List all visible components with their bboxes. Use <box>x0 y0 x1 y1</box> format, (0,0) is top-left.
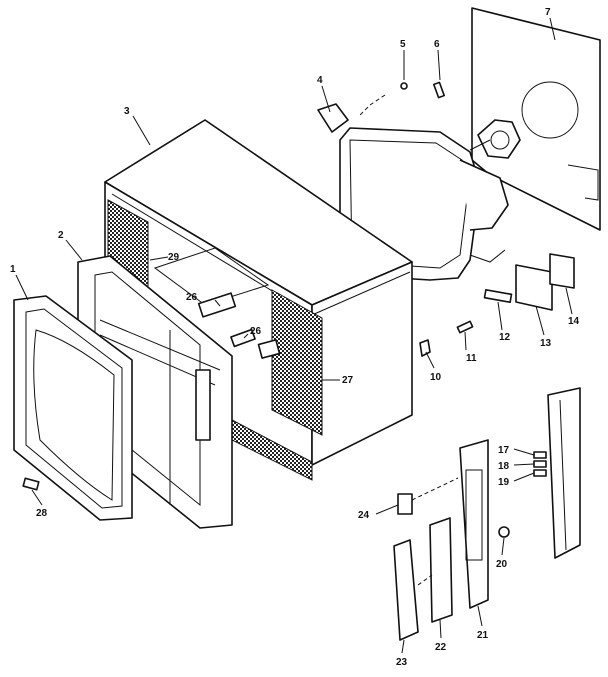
callout-26a: 26 <box>186 292 198 303</box>
callout-13: 13 <box>540 338 552 349</box>
callout-5: 5 <box>400 39 406 50</box>
callout-3: 3 <box>124 106 130 117</box>
front-bezel <box>13 295 133 521</box>
callout-22: 22 <box>435 642 447 653</box>
callout-27: 27 <box>342 375 354 386</box>
knob <box>22 477 40 491</box>
leader-lines <box>15 17 573 654</box>
callout-2: 2 <box>58 230 64 241</box>
callout-4: 4 <box>317 75 323 86</box>
callout-11: 11 <box>466 353 477 364</box>
deflection-yoke-assembly <box>432 81 521 159</box>
callout-26b: 26 <box>250 326 262 337</box>
callout-6: 6 <box>434 39 440 50</box>
callout-18: 18 <box>498 461 510 472</box>
callout-labels: 1 2 3 4 5 6 7 29 26 26 27 10 11 12 13 14… <box>10 7 580 668</box>
callout-20: 20 <box>496 559 508 570</box>
callout-14: 14 <box>568 316 580 327</box>
callout-29: 28 <box>36 508 48 519</box>
callout-19: 19 <box>498 477 510 488</box>
callout-21: 21 <box>477 630 489 641</box>
callout-12: 12 <box>499 332 511 343</box>
cabinet <box>104 119 413 481</box>
callout-23: 23 <box>396 657 408 668</box>
keypad-assembly <box>393 439 510 641</box>
small-hardware <box>419 289 513 357</box>
callout-28: 29 <box>168 252 180 263</box>
callout-10: 10 <box>430 372 442 383</box>
callout-7: 7 <box>545 7 551 18</box>
control-panel <box>533 387 581 559</box>
callout-17: 17 <box>498 445 510 456</box>
callout-1: 1 <box>10 264 16 275</box>
circuit-board <box>515 253 575 311</box>
callout-24: 24 <box>358 510 370 521</box>
